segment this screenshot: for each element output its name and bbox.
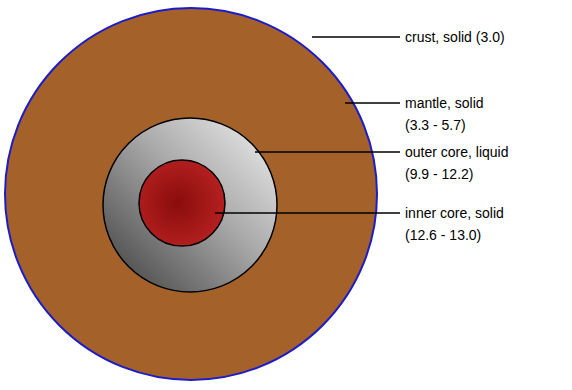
leader-line	[255, 151, 400, 153]
inner-core-disc	[139, 160, 225, 246]
mantle-disc	[5, 8, 377, 380]
outer-core-disc	[103, 118, 277, 292]
leader-line	[215, 212, 400, 214]
leader-line	[345, 102, 400, 104]
layer-label: crust, solid (3.0)	[405, 26, 565, 48]
layer-label: outer core, liquid (9.9 - 12.2)	[405, 141, 530, 185]
leader-line	[312, 36, 400, 38]
layer-label: mantle, solid (3.3 - 5.7)	[405, 92, 505, 136]
layer-label: inner core, solid (12.6 - 13.0)	[405, 202, 525, 246]
